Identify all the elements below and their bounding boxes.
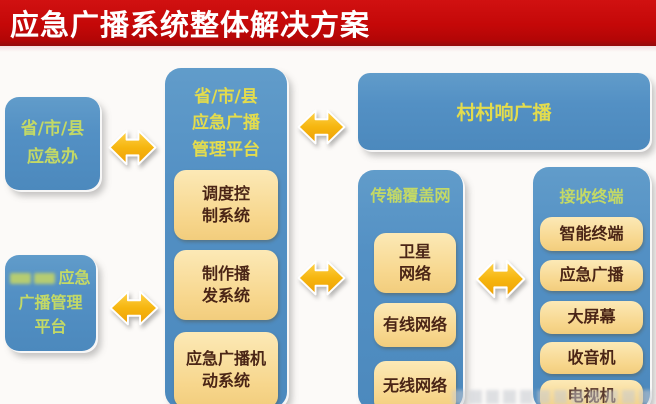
module-mobile-broadcast-system: 应急广播机 动系统 xyxy=(174,332,278,404)
censored-block-icon xyxy=(34,272,56,284)
group-receiving-terminals: 接收终端 智能终端 应急广播 大屏幕 收音机 电视机 xyxy=(533,167,650,404)
item-smart-terminal: 智能终端 xyxy=(540,217,643,251)
title-banner: 应急广播系统整体解决方案 xyxy=(0,0,656,46)
arrow-transmission-to-terminals-icon xyxy=(474,257,527,301)
arrow-platform-to-transmission-icon xyxy=(296,258,347,298)
group-provincial-broadcast-platform: 省/市/县 应急广播 管理平台 调度控 制系统 制作播 发系统 应急广播机 动系… xyxy=(165,68,287,404)
node-emergency-office: 省/市/县 应急办 xyxy=(5,97,100,190)
group-title: 接收终端 xyxy=(559,187,624,206)
watermark-blurred xyxy=(452,390,652,404)
banner-divider xyxy=(0,46,656,52)
group-title: 传输覆盖网 xyxy=(370,186,451,205)
page-title: 应急广播系统整体解决方案 xyxy=(10,8,371,42)
item-emergency-broadcast: 应急广播 xyxy=(540,260,643,291)
censored-block-icon xyxy=(10,272,32,284)
arrow-leftplatform-to-platform-icon xyxy=(108,288,160,328)
censored-prefix-row: 应急 xyxy=(10,266,91,291)
arrow-office-to-platform-icon xyxy=(107,127,158,168)
module-production-broadcast-system: 制作播 发系统 xyxy=(174,250,278,320)
node-village-broadcast: 村村响广播 xyxy=(358,73,650,150)
group-transmission-network: 传输覆盖网 卫星 网络 有线网络 无线网络 xyxy=(358,170,463,404)
item-radio: 收音机 xyxy=(540,342,643,374)
group-title: 省/市/县 应急广播 管理平台 xyxy=(192,87,260,160)
item-satellite-network: 卫星 网络 xyxy=(374,233,456,293)
item-wireless-network: 无线网络 xyxy=(374,361,456,404)
node-label: 广播管理 平台 xyxy=(18,292,83,337)
node-label: 应急 xyxy=(58,267,91,287)
arrow-platform-to-village-icon xyxy=(296,107,347,147)
item-big-screen: 大屏幕 xyxy=(540,301,643,334)
module-dispatch-control-system: 调度控 制系统 xyxy=(174,170,278,240)
node-left-mgmt-platform: 应急 广播管理 平台 xyxy=(5,255,96,351)
item-wired-network: 有线网络 xyxy=(374,303,456,347)
